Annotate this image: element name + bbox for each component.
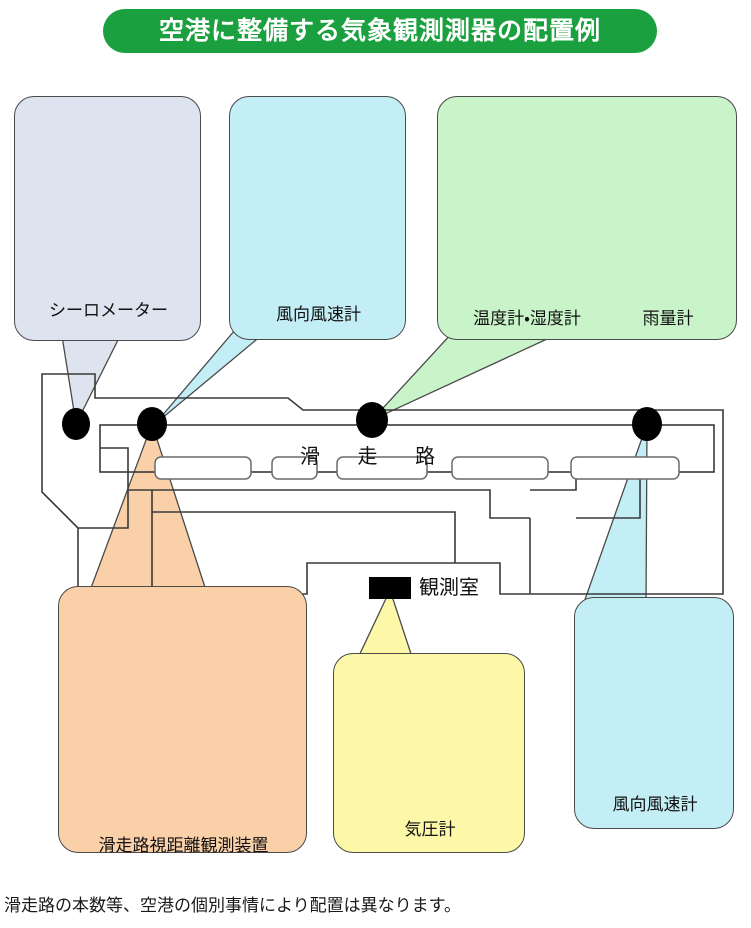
- page-title: 空港に整備する気象観測測器の配置例: [158, 16, 601, 45]
- panel-label-barometer: 気圧計: [404, 820, 456, 839]
- callout-tail-anemometer-right: [581, 423, 648, 609]
- observation-room-marker: [369, 577, 411, 599]
- taxiway-line-4: [128, 489, 530, 519]
- panel-label-ceilometer: シーロメーター: [49, 301, 168, 320]
- runway-marking: [271, 456, 318, 480]
- panel-label-rain-gauge: 雨量計: [642, 309, 694, 328]
- panel-anemometer-left[interactable]: 風向風速計: [229, 96, 406, 340]
- callout-tail-anemometer-left: [154, 329, 270, 425]
- observation-room-label: 観測室: [419, 577, 479, 599]
- panel-barometer[interactable]: 気圧計: [333, 653, 525, 853]
- callout-tails: [61, 329, 648, 661]
- runway-markings: [154, 456, 680, 480]
- instrument-site-markers: [62, 402, 662, 441]
- site-marker-ceilometer: [62, 408, 90, 440]
- airport-boundary: [41, 373, 724, 595]
- callout-tail-thermo-rain: [371, 332, 561, 421]
- runway-label: 滑 走 路: [300, 446, 452, 468]
- taxiway-line-1: [100, 447, 129, 472]
- runway-marking: [154, 456, 252, 480]
- airport-outline: [41, 373, 724, 595]
- callout-tail-barometer: [355, 588, 414, 661]
- panel-label-anemometer-right: 風向風速計: [612, 795, 698, 814]
- runway-marking: [570, 456, 680, 480]
- taxiway-line-7: [576, 472, 641, 519]
- site-marker-anemometer-right: [632, 407, 662, 441]
- site-marker-rvr: [137, 407, 167, 441]
- taxiway-line-5: [152, 511, 456, 563]
- runway-marking: [336, 456, 428, 480]
- page-title-banner: 空港に整備する気象観測測器の配置例: [103, 9, 657, 53]
- runway-marking: [451, 456, 549, 480]
- footer-note: 滑走路の本数等、空港の個別事情により配置は異なります。: [4, 896, 461, 915]
- site-marker-thermo-rain: [356, 402, 388, 438]
- panel-label-rvr: 滑走路視距離観測装置: [98, 836, 269, 855]
- panel-anemometer-right[interactable]: 風向風速計: [574, 597, 734, 829]
- panel-label-anemometer-left: 風向風速計: [276, 305, 361, 324]
- panel-ceilometer[interactable]: シーロメーター: [14, 96, 201, 341]
- panel-rvr[interactable]: 滑走路視距離観測装置: [58, 586, 307, 855]
- panel-label-thermo-hygrometer: 温度計・湿度計: [473, 309, 581, 328]
- panel-thermo-rain[interactable]: 温度計・湿度計 雨量計: [437, 96, 737, 340]
- callout-tail-rvr: [87, 422, 214, 613]
